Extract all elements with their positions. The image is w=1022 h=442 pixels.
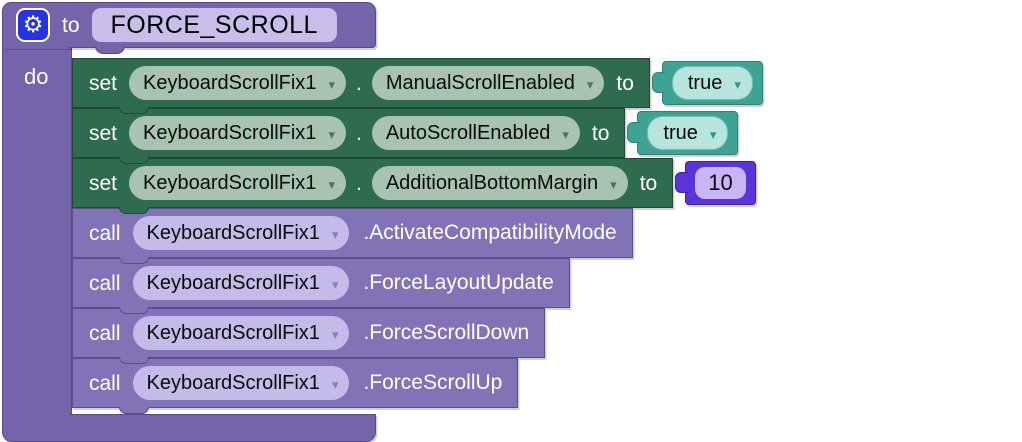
chevron-down-icon[interactable]: ▾	[328, 126, 335, 142]
row-set-manual-scroll: set KeyboardScrollFix1 ▾ . ManualScrollE…	[72, 58, 763, 114]
row-call-scroll-up: call KeyboardScrollFix1 ▾ .ForceScrollUp	[72, 358, 763, 414]
logic-true-block[interactable]: true ▾	[627, 111, 739, 155]
set-keyword: set	[89, 71, 118, 95]
number-value-field[interactable]: 10	[695, 167, 746, 199]
procedure-to-label: to	[62, 13, 80, 37]
wrapper-seam-patch	[4, 43, 69, 49]
component-name: KeyboardScrollFix1	[143, 171, 317, 194]
call-method-block[interactable]: call KeyboardScrollFix1 ▾ .ForceLayoutUp…	[72, 258, 570, 314]
chevron-down-icon[interactable]: ▾	[328, 176, 335, 192]
procedure-block-footer[interactable]	[2, 414, 376, 442]
component-dropdown[interactable]: KeyboardScrollFix1 ▾	[132, 266, 350, 300]
chevron-down-icon[interactable]: ▾	[331, 326, 339, 342]
component-dropdown[interactable]: KeyboardScrollFix1 ▾	[132, 316, 350, 350]
wrapper-connector-tab	[95, 46, 125, 54]
component-name: KeyboardScrollFix1	[146, 271, 320, 294]
dot-separator: .	[355, 171, 362, 195]
gear-icon: ⚙	[22, 10, 44, 37]
component-dropdown[interactable]: KeyboardScrollFix1 ▾	[132, 216, 350, 250]
component-dropdown[interactable]: KeyboardScrollFix1 ▾	[129, 166, 346, 200]
dot-separator: .	[355, 71, 362, 95]
logic-true-block[interactable]: true ▾	[651, 61, 763, 105]
number-block[interactable]: 10	[675, 161, 756, 205]
call-keyword: call	[89, 271, 121, 295]
chevron-down-icon[interactable]: ▾	[562, 126, 569, 142]
call-method-block[interactable]: call KeyboardScrollFix1 ▾ .ForceScrollUp	[72, 358, 519, 414]
procedure-block-header[interactable]: ⚙ to FORCE_SCROLL	[2, 2, 376, 48]
call-keyword: call	[89, 221, 121, 245]
procedure-body-wrapper[interactable]	[2, 46, 72, 416]
row-call-layout-update: call KeyboardScrollFix1 ▾ .ForceLayoutUp…	[72, 258, 763, 314]
chevron-down-icon[interactable]: ▾	[331, 276, 339, 292]
to-keyword: to	[639, 171, 658, 195]
row-call-compat-mode: call KeyboardScrollFix1 ▾ .ActivateCompa…	[72, 208, 763, 264]
row-set-bottom-margin: set KeyboardScrollFix1 ▾ . AdditionalBot…	[72, 158, 763, 214]
method-name: .ForceScrollDown	[363, 321, 530, 344]
set-property-block[interactable]: set KeyboardScrollFix1 ▾ . AutoScrollEna…	[72, 108, 626, 164]
chevron-down-icon[interactable]: ▾	[328, 76, 335, 92]
procedure-name-field[interactable]: FORCE_SCROLL	[91, 8, 337, 42]
component-name: KeyboardScrollFix1	[146, 321, 320, 344]
property-dropdown[interactable]: AdditionalBottomMargin ▾	[371, 166, 628, 200]
logic-value-dropdown[interactable]: true ▾	[671, 66, 753, 100]
set-keyword: set	[89, 171, 118, 195]
logic-value: true	[663, 121, 698, 144]
dot-separator: .	[355, 121, 362, 145]
set-property-block[interactable]: set KeyboardScrollFix1 ▾ . ManualScrollE…	[72, 58, 650, 114]
do-label: do	[24, 64, 49, 89]
chevron-down-icon[interactable]: ▾	[734, 76, 741, 92]
component-dropdown[interactable]: KeyboardScrollFix1 ▾	[129, 116, 346, 150]
wrapper-seam-patch	[4, 411, 69, 417]
property-name: AdditionalBottomMargin	[385, 171, 599, 194]
set-property-block[interactable]: set KeyboardScrollFix1 ▾ . AdditionalBot…	[72, 158, 674, 214]
component-dropdown[interactable]: KeyboardScrollFix1 ▾	[132, 366, 350, 400]
property-dropdown[interactable]: AutoScrollEnabled ▾	[371, 116, 580, 150]
chevron-down-icon[interactable]: ▾	[331, 376, 339, 392]
property-name: ManualScrollEnabled	[385, 71, 575, 94]
call-keyword: call	[89, 321, 121, 345]
chevron-down-icon[interactable]: ▾	[586, 76, 594, 92]
to-keyword: to	[591, 121, 610, 145]
component-name: KeyboardScrollFix1	[143, 71, 317, 94]
method-name: .ActivateCompatibilityMode	[363, 221, 617, 244]
logic-value: true	[687, 71, 723, 94]
row-set-auto-scroll: set KeyboardScrollFix1 ▾ . AutoScrollEna…	[72, 108, 763, 164]
do-slot-rows: set KeyboardScrollFix1 ▾ . ManualScrollE…	[72, 58, 763, 414]
call-keyword: call	[89, 371, 121, 395]
component-name: KeyboardScrollFix1	[146, 221, 320, 244]
component-dropdown[interactable]: KeyboardScrollFix1 ▾	[129, 66, 346, 100]
component-name: KeyboardScrollFix1	[143, 121, 317, 144]
component-name: KeyboardScrollFix1	[146, 371, 320, 394]
logic-value-dropdown[interactable]: true ▾	[647, 116, 729, 150]
mutator-gear-button[interactable]: ⚙	[16, 8, 50, 42]
call-method-block[interactable]: call KeyboardScrollFix1 ▾ .ActivateCompa…	[72, 208, 633, 264]
chevron-down-icon[interactable]: ▾	[331, 226, 339, 242]
row-call-scroll-down: call KeyboardScrollFix1 ▾ .ForceScrollDo…	[72, 308, 763, 364]
to-keyword: to	[616, 71, 634, 95]
chevron-down-icon[interactable]: ▾	[610, 176, 617, 192]
property-dropdown[interactable]: ManualScrollEnabled ▾	[371, 66, 605, 100]
call-method-block[interactable]: call KeyboardScrollFix1 ▾ .ForceScrollDo…	[72, 308, 546, 364]
method-name: .ForceScrollUp	[363, 371, 503, 394]
number-value: 10	[708, 170, 733, 195]
property-name: AutoScrollEnabled	[385, 121, 551, 144]
chevron-down-icon[interactable]: ▾	[709, 126, 717, 142]
method-name: .ForceLayoutUpdate	[363, 271, 554, 294]
set-keyword: set	[89, 121, 118, 145]
